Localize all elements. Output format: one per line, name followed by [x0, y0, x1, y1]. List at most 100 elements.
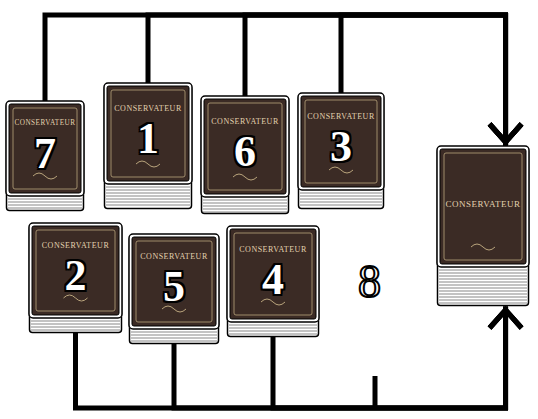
card-page-edge: [31, 324, 120, 325]
card-page-edge: [106, 190, 190, 191]
card-pile: CONSERVATEUR 3: [297, 92, 385, 210]
card-back: [107, 86, 189, 181]
card-face: CONSERVATEUR2: [28, 222, 123, 318]
card-pile: CONSERVATEUR7: [5, 100, 85, 212]
pile-number: 2: [65, 254, 87, 298]
draw-pile: CONSERVATEUR: [436, 145, 530, 307]
card-page-edge: [106, 202, 190, 203]
card-face: CONSERVATEUR4: [226, 225, 320, 322]
card-border: [129, 234, 219, 329]
card-page-edge: [106, 205, 190, 206]
card-border: [437, 146, 529, 267]
card-ornament: [136, 241, 212, 322]
card-brand: CONSERVATEUR: [114, 105, 181, 113]
card-page-edge: [131, 341, 217, 342]
card-page-edge: [131, 332, 217, 333]
card-page-edge: [229, 331, 317, 332]
card-face: CONSERVATEUR7: [5, 100, 85, 196]
pile-number: 6: [234, 130, 256, 174]
card-stack: [105, 86, 192, 209]
card-brand: CONSERVATEUR: [140, 253, 207, 261]
card-page-edge: [203, 200, 287, 201]
card-page-edge: [106, 196, 190, 197]
pile-number: 5: [163, 265, 185, 309]
card-page-edge: [300, 199, 382, 200]
card-page-edge: [439, 291, 527, 292]
card-page-edge: [439, 276, 527, 277]
card-border: [104, 83, 192, 184]
card-page-edge: [229, 328, 317, 329]
card-page-edge: [439, 294, 527, 295]
card-face: CONSERVATEUR: [436, 145, 530, 267]
card-page-edge: [300, 202, 382, 203]
card-page-edge: [106, 199, 190, 200]
card-face: CONSERVATEUR 3: [297, 92, 385, 190]
card-page-edge: [439, 300, 527, 301]
card-pile: CONSERVATEUR 1: [103, 82, 193, 210]
pile-number: 7: [34, 132, 56, 176]
card-page-edge: [106, 193, 190, 194]
bracket-tick: [373, 376, 378, 409]
card-page-edge: [439, 273, 527, 274]
pile-number: 1: [137, 117, 159, 161]
card-border: [29, 223, 122, 318]
card-page-edge: [300, 193, 382, 194]
card-ornament: [111, 90, 185, 177]
arrowhead: [490, 310, 522, 328]
card-page-edge: [439, 303, 527, 304]
card-face: CONSERVATEUR 6: [200, 95, 290, 197]
card-page-edge: [203, 206, 287, 207]
card-pile: CONSERVATEUR 6: [200, 95, 290, 215]
card-page-edge: [229, 334, 317, 335]
card-page-edge: [131, 338, 217, 339]
card-back: [132, 237, 216, 326]
card-page-edge: [439, 285, 527, 286]
card-page-edge: [8, 199, 82, 200]
card-flourish: [471, 244, 495, 250]
card-back: [230, 229, 316, 319]
card-ornament: [444, 153, 522, 260]
card-border: [227, 226, 319, 322]
card-page-edge: [439, 279, 527, 280]
card-back: [204, 99, 286, 194]
card-page-edge: [131, 335, 217, 336]
card-page-edge: [439, 282, 527, 283]
card-flourish: [136, 161, 160, 167]
pile-number: 3: [330, 125, 352, 169]
card-page-edge: [439, 297, 527, 298]
card-shape: [436, 145, 530, 307]
card-border: [201, 96, 289, 197]
card-page-edge: [106, 187, 190, 188]
card-pile: CONSERVATEUR 5: [128, 233, 220, 345]
card-pile: CONSERVATEUR4: [226, 225, 320, 338]
flow-connector: [174, 309, 522, 408]
connector-line: [174, 309, 506, 408]
card-ornament: [13, 108, 77, 189]
card-page-edge: [439, 270, 527, 271]
card-flourish: [233, 174, 257, 180]
card-brand: CONSERVATEUR: [211, 118, 278, 126]
card-ornament: [305, 100, 377, 183]
card-pile: CONSERVATEUR2: [28, 222, 123, 334]
card-border: [298, 93, 384, 190]
card-brand: CONSERVATEUR: [445, 200, 520, 209]
card-face: CONSERVATEUR 5: [128, 233, 220, 329]
card-page-edge: [203, 212, 287, 213]
card-back: [32, 226, 119, 315]
card-face: CONSERVATEUR 1: [103, 82, 193, 184]
card-brand: CONSERVATEUR: [307, 113, 374, 121]
card-page-edge: [31, 330, 120, 331]
card-page-edge: [229, 325, 317, 326]
card-page-edge: [439, 288, 527, 289]
card-page-edge: [8, 208, 82, 209]
card-back: [9, 104, 81, 193]
pile-number: 4: [262, 258, 284, 302]
card-back: [301, 96, 381, 187]
card-stack: [438, 149, 529, 306]
card-ornament: [36, 230, 115, 311]
card-page-edge: [300, 205, 382, 206]
card-page-edge: [8, 205, 82, 206]
card-page-edge: [31, 327, 120, 328]
empty-slot-number: 8: [358, 259, 381, 305]
